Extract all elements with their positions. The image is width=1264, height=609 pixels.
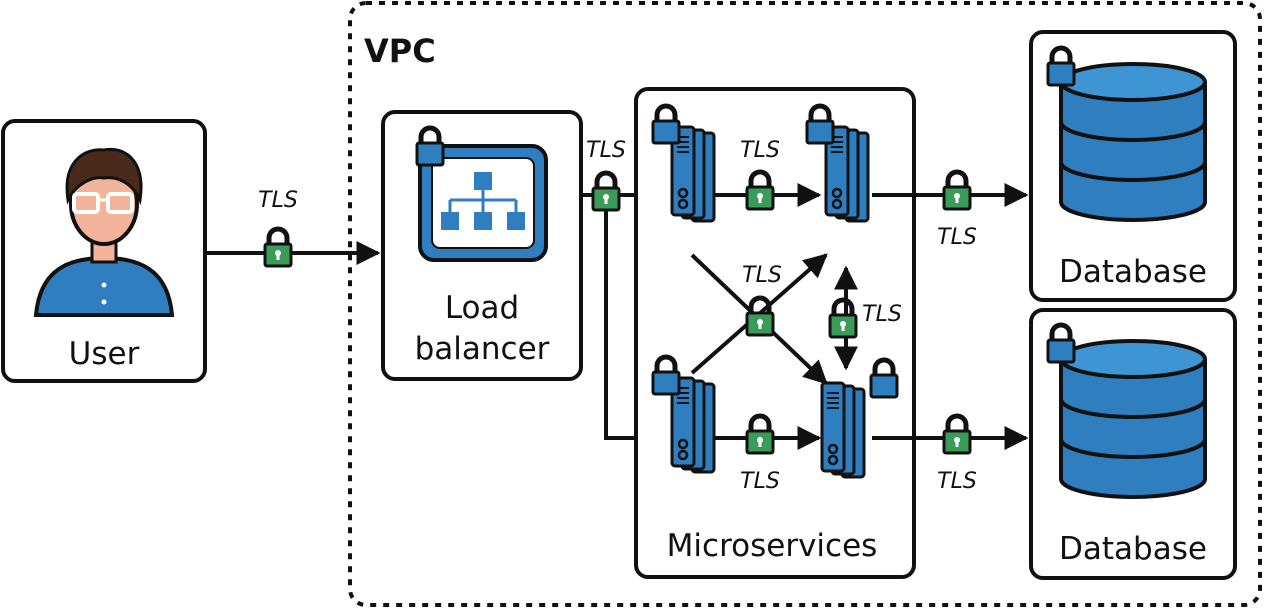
user-label: User <box>69 336 140 372</box>
user-node: User <box>1 119 207 383</box>
user-icon <box>33 147 175 317</box>
tls-label: TLS <box>742 263 782 288</box>
microservices-label: Microservices <box>667 528 878 564</box>
tls-label: TLS <box>740 138 780 163</box>
database-node: Database <box>1029 30 1237 302</box>
load-balancer-label-line1: Load <box>445 290 519 326</box>
tls-lock-icon <box>593 173 619 210</box>
load-balancer-icon <box>418 144 548 262</box>
tls-label: TLS <box>740 469 780 494</box>
tls-label: TLS <box>937 469 977 494</box>
tls-label: TLS <box>937 225 977 250</box>
database-label: Database <box>1059 254 1207 290</box>
database-node: Database <box>1029 308 1237 580</box>
tls-lock-icon <box>265 229 291 266</box>
tls-label: TLS <box>862 302 902 327</box>
vpc-label: VPC <box>364 32 436 70</box>
server-icon <box>820 381 866 479</box>
load-balancer-node: Load balancer <box>381 110 583 381</box>
database-icon <box>1059 62 1207 222</box>
vpc-boundary <box>348 1 1262 607</box>
tls-label: TLS <box>258 188 298 213</box>
database-label: Database <box>1059 531 1207 567</box>
database-icon <box>1059 339 1207 499</box>
tls-lock-icon <box>944 416 970 453</box>
load-balancer-label-line2: balancer <box>415 331 550 367</box>
tls-label: TLS <box>586 138 626 163</box>
tls-lock-icon <box>944 172 970 209</box>
